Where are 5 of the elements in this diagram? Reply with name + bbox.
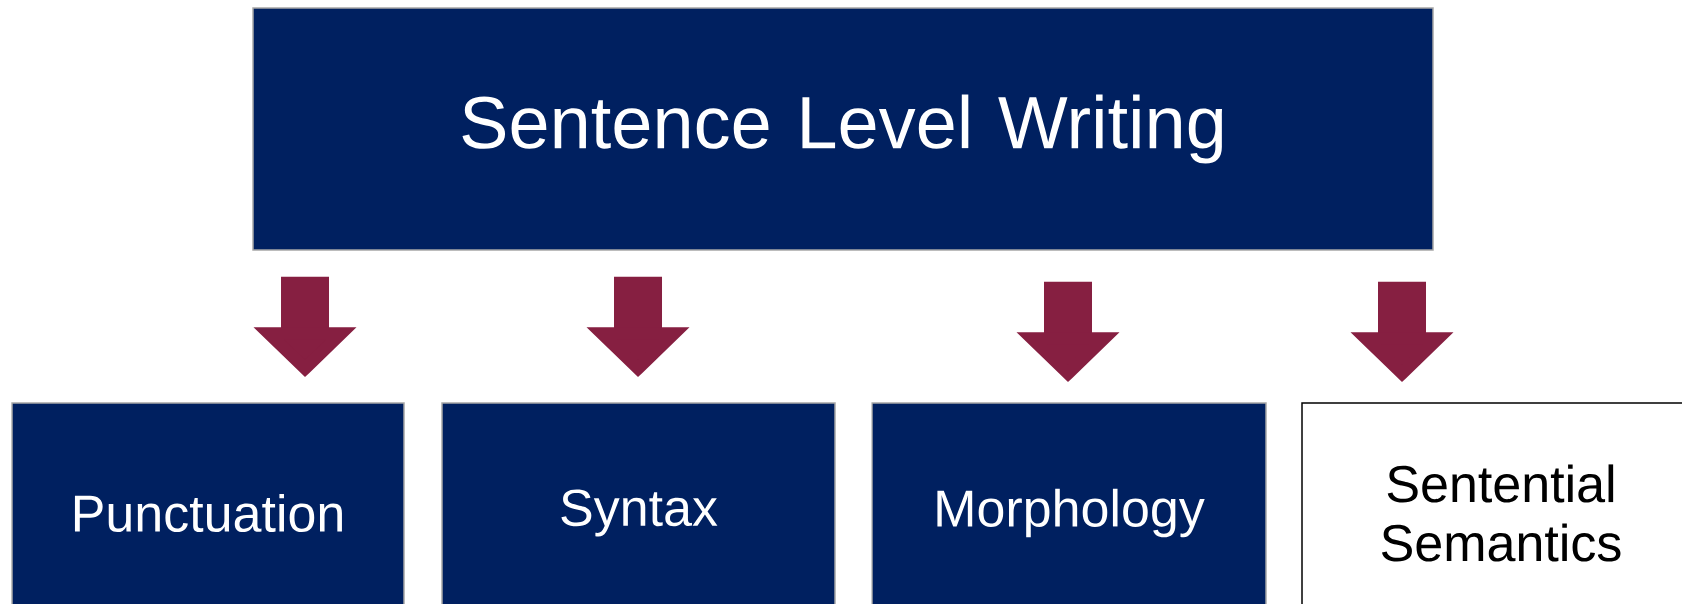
category-box: Syntax — [441, 402, 836, 604]
category-box: Punctuation — [11, 402, 405, 604]
category-box: Sentential Semantics — [1301, 402, 1682, 604]
title-box: Sentence Level Writing — [252, 7, 1434, 251]
category-box: Morphology — [871, 402, 1267, 604]
